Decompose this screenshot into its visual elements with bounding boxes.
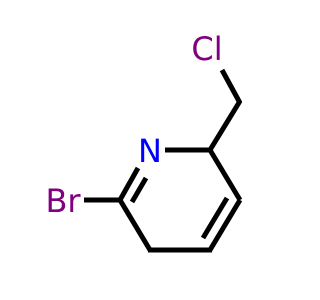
bromine-atom-label: Br bbox=[45, 182, 81, 220]
bond-c2-n1-double bbox=[117, 166, 149, 204]
bond-c6-c5 bbox=[207, 148, 243, 202]
nitrogen-atom-label: N bbox=[138, 132, 162, 170]
molecule-structure: Cl N Br bbox=[45, 30, 243, 253]
chlorine-atom-label: Cl bbox=[191, 30, 222, 68]
bond-c6-ch2 bbox=[207, 99, 243, 152]
bond-ch2-cl bbox=[219, 68, 243, 105]
bond-c3-c2 bbox=[117, 198, 153, 252]
bond-c5-c4-double bbox=[200, 196, 243, 252]
